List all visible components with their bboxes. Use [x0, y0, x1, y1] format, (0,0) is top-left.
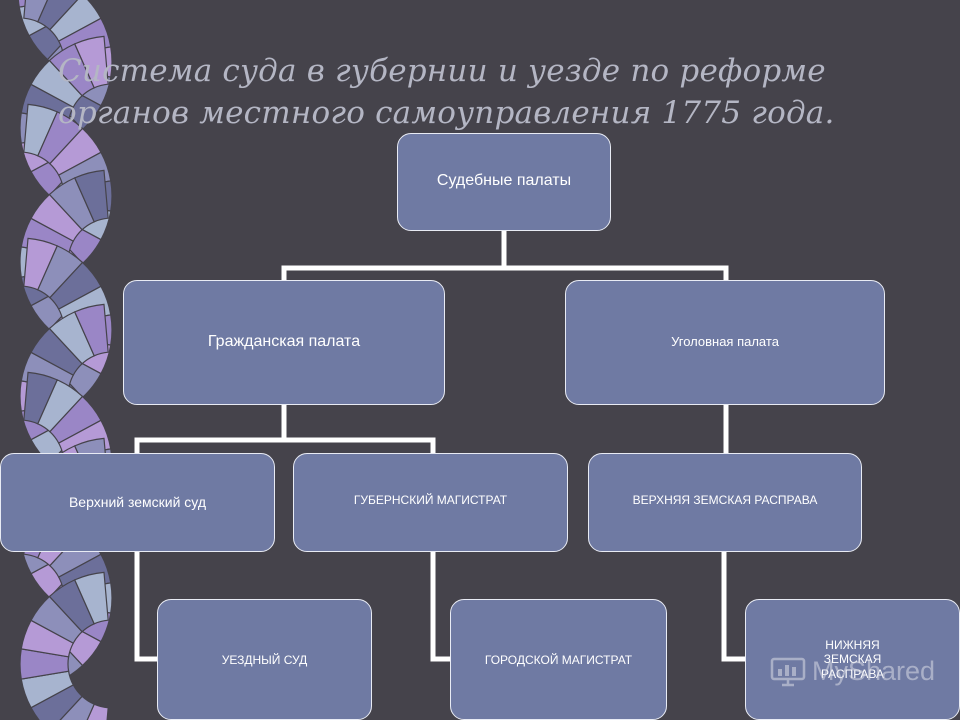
connector-vzr-to-nzr	[721, 549, 750, 662]
node-label: НИЖНЯЯ ЗЕМСКАЯ РАСПРАВА	[821, 638, 884, 681]
node-label: Гражданская палата	[207, 333, 361, 350]
node-uezd-court: УЕЗДНЫЙ СУД	[157, 599, 372, 720]
node-judicial-chambers: Судебные палаты	[397, 133, 611, 231]
slide-title: Система суда в губернии и уезде по рефор…	[58, 50, 918, 134]
node-label: Уголовная палата	[671, 334, 779, 349]
ornament-segment	[73, 571, 109, 625]
connector-gm-to-gor	[430, 549, 455, 662]
node-lower-zemsky-rasprava: НИЖНЯЯ ЗЕМСКАЯ РАСПРАВА	[745, 599, 960, 720]
watermark-text: MyShared	[812, 656, 936, 686]
slide-title-line-2: органов местного самоуправления 1775 год…	[58, 95, 835, 131]
presentation-board-icon	[770, 657, 806, 686]
node-label: УЕЗДНЫЙ СУД	[221, 653, 308, 667]
connector-vzs-to-uezd	[134, 549, 162, 662]
connector-civil-to-children	[134, 402, 436, 458]
node-upper-zemsky-court: Верхний земский суд	[0, 453, 275, 552]
node-label: ГОРОДСКОЙ МАГИСТРАТ	[484, 653, 633, 667]
node-criminal-chamber: Уголовная палата	[565, 280, 885, 405]
node-city-magistrate: ГОРОДСКОЙ МАГИСТРАТ	[450, 599, 667, 720]
node-label: ГУБЕРНСКИЙ МАГИСТРАТ	[353, 493, 508, 507]
node-label: Верхний земский суд	[68, 494, 207, 510]
node-label: Судебные палаты	[436, 171, 572, 189]
node-label-line-2: ЗЕМСКАЯ	[823, 652, 882, 667]
node-upper-zemsky-rasprava: ВЕРХНЯЯ ЗЕМСКАЯ РАСПРАВА	[588, 453, 862, 552]
node-label: ВЕРХНЯЯ ЗЕМСКАЯ РАСПРАВА	[632, 493, 818, 507]
slide-title-line-1: Система суда в губернии и уезде по рефор…	[58, 53, 826, 89]
connector-root-to-chambers	[281, 228, 729, 285]
watermark: MyShared	[770, 656, 935, 687]
ornament-segment	[73, 35, 109, 89]
node-label-line-3: РАСПРАВА	[820, 666, 885, 681]
node-label-line-1: НИЖНЯЯ	[825, 638, 880, 652]
ornament-segment	[73, 303, 109, 357]
node-provincial-magistrate: ГУБЕРНСКИЙ МАГИСТРАТ	[293, 453, 568, 552]
node-civil-chamber: Гражданская палата	[123, 280, 445, 405]
ornament-segment	[73, 169, 109, 223]
